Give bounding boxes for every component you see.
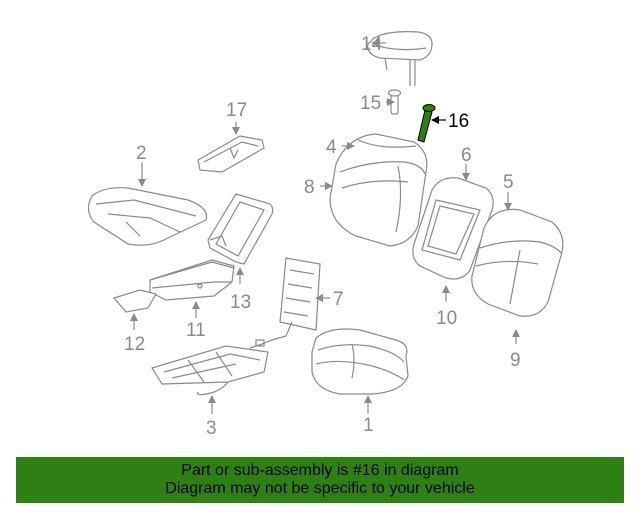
callout-17[interactable]: 17 [226, 100, 247, 121]
callout-12[interactable]: 12 [124, 334, 145, 355]
heater-part-7[interactable] [256, 258, 320, 346]
callout-14[interactable]: 14 [361, 34, 383, 55]
callout-5[interactable]: 5 [503, 172, 514, 193]
cushion-part-2[interactable] [88, 188, 206, 245]
callout-1[interactable]: 1 [363, 415, 374, 436]
callout-10[interactable]: 10 [436, 308, 457, 329]
info-banner: Part or sub-assembly is #16 in diagram D… [16, 457, 624, 503]
callout-15[interactable]: 15 [360, 93, 381, 114]
callout-11[interactable]: 11 [186, 320, 206, 341]
callout-7[interactable]: 7 [333, 289, 344, 310]
seatback-part-8[interactable] [330, 134, 427, 246]
pad-part-11[interactable] [150, 260, 234, 300]
callout-8[interactable]: 8 [304, 177, 315, 198]
banner-line-1: Part or sub-assembly is #16 in diagram [181, 462, 459, 479]
seatback-part-5[interactable] [472, 209, 563, 316]
callout-16[interactable]: 16 [448, 111, 469, 132]
callout-3[interactable]: 3 [206, 418, 217, 439]
callout-6[interactable]: 6 [461, 145, 472, 166]
frame-part-6[interactable] [413, 178, 493, 279]
callout-4[interactable]: 4 [326, 137, 337, 158]
seat-cushion-part-1[interactable] [312, 329, 408, 394]
callout-13[interactable]: 13 [230, 292, 251, 313]
heater-mat-part-3[interactable] [152, 344, 268, 395]
callout-2[interactable]: 2 [136, 143, 147, 164]
highlighted-part-16[interactable] [418, 105, 435, 143]
parts-diagram: 14 15 16 17 2 4 8 6 5 13 7 11 12 10 9 3 … [0, 0, 640, 439]
cover-part-17[interactable] [198, 136, 264, 172]
callout-9[interactable]: 9 [510, 350, 521, 371]
pad-part-12[interactable] [114, 290, 156, 312]
banner-line-2: Diagram may not be specific to your vehi… [165, 480, 475, 497]
headrest-part-14[interactable] [368, 32, 432, 86]
panel-part-13[interactable] [208, 194, 273, 264]
